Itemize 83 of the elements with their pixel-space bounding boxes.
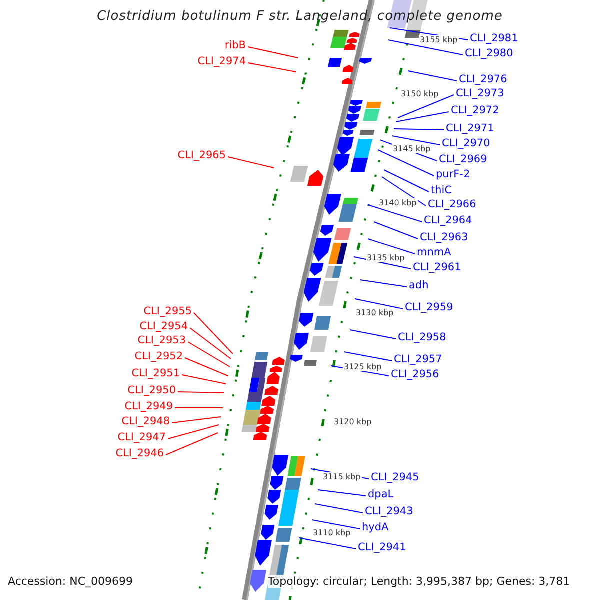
gene-label: CLI_2943 — [365, 506, 414, 518]
leader-line — [188, 342, 230, 368]
gene-label: CLI_2952 — [134, 350, 183, 364]
gene-label: CLI_2959 — [405, 302, 454, 314]
gene-label: CLI_2980 — [465, 48, 514, 60]
leader-line — [184, 358, 228, 376]
tick-label: 3155 kbp — [419, 36, 459, 44]
tick-label: 3145 kbp — [392, 144, 432, 154]
leader-line — [368, 204, 422, 222]
leader-line — [248, 62, 296, 72]
leader-line — [384, 170, 430, 192]
gene-label: CLI_2948 — [122, 416, 170, 428]
gene-label: CLI_2950 — [128, 384, 176, 398]
leader-line — [182, 374, 226, 384]
tick-label: 3115 kbp — [322, 472, 362, 482]
gene-label: CLI_2966 — [428, 198, 476, 212]
gene-label: CLI_2971 — [446, 122, 494, 136]
leader-line — [178, 392, 224, 394]
leader-line — [194, 312, 234, 354]
gene-label: CLI_2954 — [140, 320, 188, 334]
gene-label: mnmA — [417, 246, 452, 260]
tick-label: 3135 kbp — [366, 254, 406, 262]
leader-line — [388, 40, 464, 56]
leader-line — [394, 128, 444, 130]
gene-label: CLI_2958 — [398, 332, 446, 344]
gene-label: thiC — [431, 184, 452, 198]
tick-label: 3150 kbp — [400, 90, 440, 98]
leader-line — [374, 222, 418, 240]
gene-label: hydA — [362, 522, 389, 534]
leader-line — [408, 70, 458, 82]
leader-line — [360, 280, 408, 288]
gene-label: CLI_2972 — [451, 104, 500, 118]
gene-label: CLI_2949 — [124, 400, 173, 414]
gene-label: dpaL — [368, 488, 394, 502]
leader-line — [190, 328, 232, 360]
leader-line — [314, 504, 364, 514]
gene-label: CLI_2961 — [413, 262, 462, 274]
gene-label: CLI_2964 — [424, 214, 472, 228]
gene-label: CLI_2963 — [420, 232, 468, 244]
gene-label: CLI_2965 — [178, 150, 226, 162]
leader-line — [318, 490, 366, 496]
gene-label: CLI_2973 — [456, 88, 504, 100]
leader-line — [382, 176, 426, 206]
leader-line — [354, 298, 404, 310]
leader-line — [312, 520, 360, 530]
leader-line — [168, 424, 220, 440]
leader-line — [172, 416, 222, 424]
leader-line — [396, 112, 450, 122]
leader-line — [398, 94, 454, 118]
leader-line — [228, 156, 274, 168]
tick-label: 3125 kbp — [343, 362, 383, 372]
gene-label: CLI_2956 — [391, 368, 440, 382]
tick-label: 3110 kbp — [312, 528, 352, 538]
gene-label: CLI_2955 — [144, 306, 192, 318]
gene-label: CLI_2970 — [442, 138, 490, 150]
gene-label: CLI_2951 — [132, 368, 180, 380]
gene-label: CLI_2974 — [198, 56, 246, 68]
gene-label: CLI_2969 — [439, 154, 488, 166]
leader-line — [298, 538, 356, 550]
gene-label: CLI_2957 — [394, 354, 442, 366]
leader-line — [368, 238, 416, 254]
tick-label: 3140 kbp — [378, 198, 418, 208]
title: Clostridium botulinum F str. Langeland, complete genome — [96, 9, 504, 24]
leader-line — [248, 46, 298, 58]
gene-label: CLI_2947 — [118, 432, 166, 444]
gene-label: CLI_2945 — [371, 472, 420, 484]
leader-line — [392, 136, 440, 146]
tick-label: 3120 kbp — [333, 418, 373, 426]
gene-label: CLI_2941 — [358, 542, 406, 554]
gene-label: CLI_2953 — [138, 334, 186, 348]
leader-line — [350, 330, 396, 340]
gene-label: CLI_2946 — [116, 448, 164, 460]
gene-label: CLI_2976 — [459, 74, 508, 86]
footer-text: Topology: circular; Length: 3,995,387 bp; Genes: 3,781 — [268, 575, 570, 588]
leader-line — [378, 150, 434, 176]
gene-label: purF-2 — [436, 168, 470, 182]
leader-line — [344, 352, 392, 362]
gene-label: ribB — [224, 40, 246, 52]
gene-label: adh — [409, 280, 429, 292]
tick-label: 3130 kbp — [355, 308, 395, 318]
leader-line — [166, 432, 218, 456]
footer-text: Accession: NC_009699 — [8, 575, 134, 588]
gene-label: CLI_2981 — [470, 32, 518, 46]
